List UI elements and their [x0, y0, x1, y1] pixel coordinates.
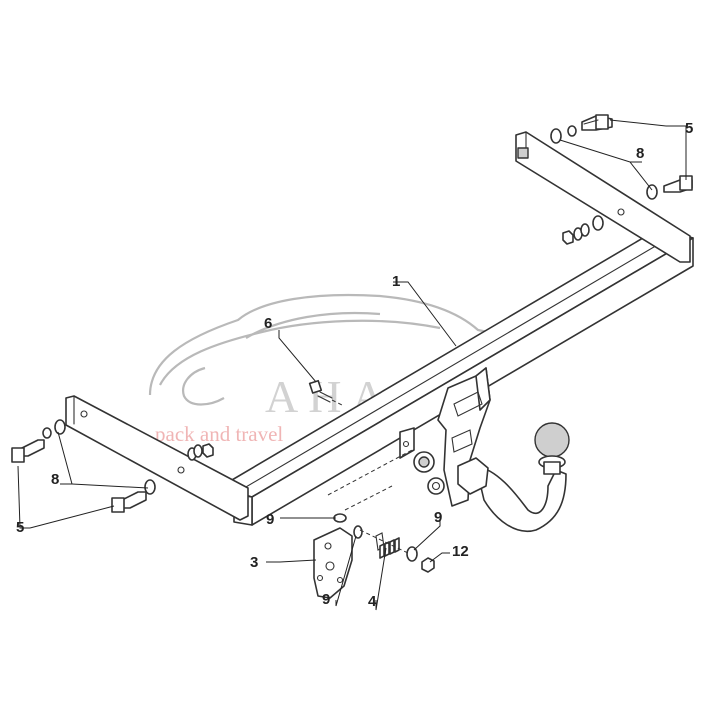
left-bracket-hole — [177, 466, 185, 474]
bolt-part-5 — [21, 439, 45, 457]
washer-part-8 — [54, 419, 66, 435]
towball-stem — [543, 461, 561, 475]
right-bracket-weld-nut — [517, 147, 529, 159]
callout-6: 6 — [264, 315, 272, 332]
callout-numbers: 1 5 8 6 8 5 9 3 9 4 9 12 — [16, 120, 693, 610]
right-side-bracket — [515, 131, 691, 263]
callout-8-top-right: 8 — [636, 145, 644, 162]
callout-3: 3 — [250, 554, 258, 571]
washer-part-9 — [353, 525, 363, 539]
washer-part-8 — [646, 184, 658, 200]
callout-1: 1 — [392, 273, 400, 290]
watermark-tagline: pack and travel — [155, 422, 283, 446]
spring-part-4 — [375, 532, 400, 559]
callout-4: 4 — [368, 593, 377, 610]
callout-12: 12 — [452, 543, 469, 560]
left-side-bracket — [65, 395, 249, 521]
socket-plate-mount — [399, 427, 415, 459]
watermark-car-logo — [148, 293, 531, 406]
leader-lines — [17, 119, 687, 611]
right-bracket-hole — [617, 208, 625, 216]
left-fasteners — [11, 419, 156, 513]
right-fastener-stack — [562, 215, 604, 245]
left-bracket-hole — [80, 410, 88, 418]
bolt-part-6 — [308, 379, 345, 407]
towball — [534, 422, 570, 458]
callout-9-lower-left: 9 — [322, 591, 330, 608]
towball-bracket-side — [475, 367, 491, 411]
towball-neck — [475, 465, 567, 533]
lock-release-knob — [427, 477, 445, 495]
left-fastener-stack — [187, 443, 214, 461]
washer-part-8 — [144, 479, 156, 495]
callout-5-left: 5 — [16, 519, 24, 536]
top-right-fasteners — [550, 114, 693, 200]
callout-9-right: 9 — [434, 509, 442, 526]
washer-part-9 — [406, 546, 418, 562]
bolt-part-5 — [121, 491, 147, 509]
main-crossbar — [65, 131, 694, 526]
neck-pivot-housing — [457, 457, 489, 495]
callout-8-left: 8 — [51, 471, 59, 488]
washer-part-8 — [550, 128, 562, 144]
callout-5-top-right: 5 — [685, 120, 693, 137]
callout-9-upper-left: 9 — [266, 511, 274, 528]
towball-assembly — [413, 367, 570, 533]
socket-plate-part-3 — [313, 449, 435, 599]
